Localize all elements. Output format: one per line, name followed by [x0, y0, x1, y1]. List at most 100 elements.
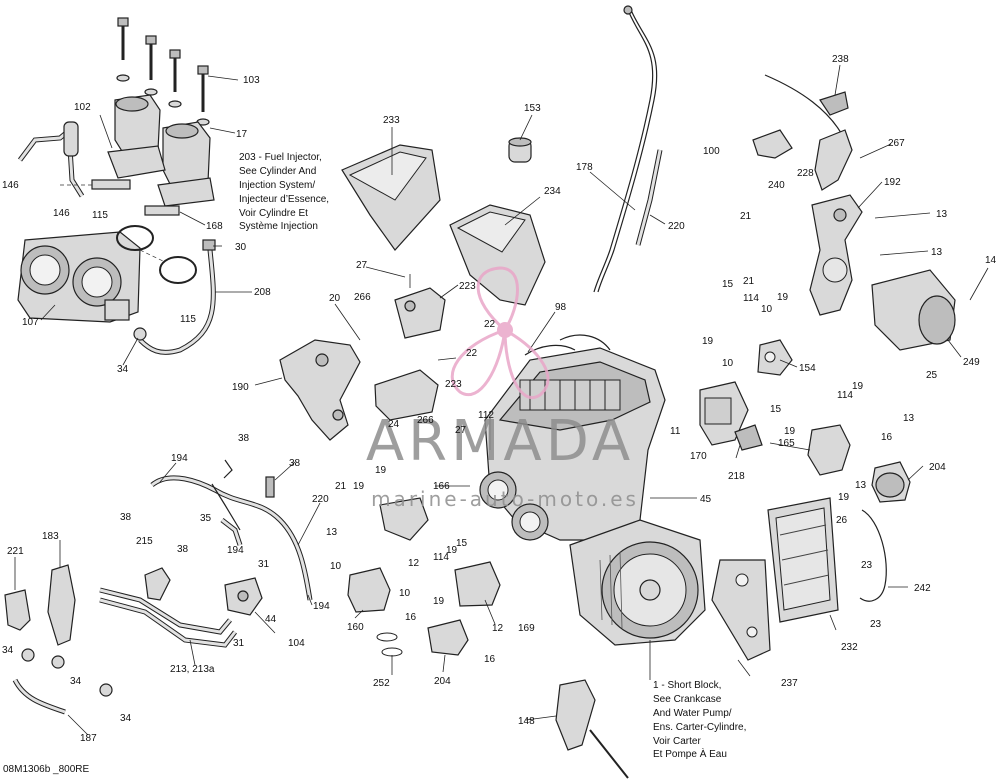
part-label: 12 [408, 558, 420, 569]
part-label: 26 [836, 515, 848, 526]
part-label: 190 [232, 382, 249, 393]
part-label: 238 [832, 54, 849, 65]
fuel-injector-note-line: See Cylinder And [239, 166, 316, 177]
part-label: 100 [703, 146, 720, 157]
part-label: 187 [80, 733, 97, 744]
watermark: ARMADA marine-auto-moto.es [366, 266, 639, 511]
cross-reference-notes: 203 - Fuel Injector, See Cylinder And In… [239, 152, 746, 760]
part-label: 21 [740, 211, 752, 222]
short-block-note-line: Ens. Carter-Cylindre, [653, 722, 746, 733]
part-label: 38 [120, 512, 132, 523]
short-block-note-line: Et Pompe À Eau [653, 747, 727, 760]
part-numbers: 103 102 17 146 146 168 115 30 208 107 11… [2, 54, 997, 744]
part-label: 23 [861, 560, 873, 571]
left-bracket-parts [4, 564, 113, 715]
part-label: 15 [456, 538, 468, 549]
part-label: 146 [53, 208, 70, 219]
part-label: 21 [743, 276, 755, 287]
part-label: 146 [2, 180, 19, 191]
watermark-subtitle: marine-auto-moto.es [371, 487, 639, 511]
part-label: 266 [417, 415, 434, 426]
part-label: 38 [177, 544, 189, 555]
short-block-note-line: Voir Carter [653, 736, 701, 747]
part-label: 10 [330, 561, 342, 572]
leader-lines [14, 64, 989, 736]
part-label: 23 [870, 619, 882, 630]
part-label: 232 [841, 642, 858, 653]
part-label: 223 [445, 379, 462, 390]
part-label: 267 [888, 138, 905, 149]
part-label: 103 [243, 75, 260, 86]
coolant-hoses [99, 459, 313, 648]
part-label: 13 [855, 480, 867, 491]
part-label: 115 [180, 314, 196, 325]
part-label: 15 [722, 279, 734, 290]
part-label: 183 [42, 531, 59, 542]
part-label: 166 [433, 481, 450, 492]
part-label: 19 [433, 596, 445, 607]
part-label: 13 [936, 209, 948, 220]
part-label: 213, 213a [170, 664, 215, 675]
part-label: 168 [206, 221, 223, 232]
part-label: 98 [555, 302, 567, 313]
part-label: 115 [92, 210, 108, 221]
part-label: 22 [484, 319, 496, 330]
part-label: 44 [265, 614, 277, 625]
part-label: 34 [70, 676, 82, 687]
lower-mounts [347, 497, 501, 657]
intake-bracket [279, 339, 361, 441]
part-label: 13 [326, 527, 338, 538]
part-label: 218 [728, 471, 745, 482]
short-block-note-line: See Crankcase [653, 694, 722, 705]
part-label: 114 [743, 293, 759, 304]
spark-plug-caps [18, 121, 180, 216]
part-label: 165 [778, 438, 795, 449]
fuel-injector-note-line: Voir Cylindre Et [239, 208, 308, 219]
part-label: 204 [929, 462, 946, 473]
starter-area [752, 74, 956, 376]
fuel-injector-note-line: Système Injection [239, 221, 318, 232]
part-label: 35 [200, 513, 212, 524]
diagram-id: 08M1306b _800RE [3, 764, 90, 775]
part-label: 10 [761, 304, 773, 315]
electrical-modules [374, 274, 446, 421]
part-label: 154 [799, 363, 816, 374]
part-label: 27 [356, 260, 368, 271]
part-label: 221 [7, 546, 24, 557]
engine-mounts [699, 381, 911, 503]
part-label: 170 [690, 451, 707, 462]
part-label: 38 [289, 458, 301, 469]
part-label: 153 [524, 103, 541, 114]
part-label: 160 [347, 622, 364, 633]
sensor-wire [859, 509, 887, 602]
part-label: 19 [838, 492, 850, 503]
part-label: 16 [484, 654, 496, 665]
part-label: 194 [313, 601, 330, 612]
throttle-cables [593, 5, 663, 293]
part-label: 233 [383, 115, 400, 126]
part-label: 249 [963, 357, 980, 368]
part-label: 204 [434, 676, 451, 687]
part-label: 194 [171, 453, 188, 464]
part-label: 13 [903, 413, 915, 424]
part-label: 102 [74, 102, 91, 113]
part-label: 114 [433, 552, 449, 563]
part-label: 20 [329, 293, 341, 304]
hose-clamps [116, 225, 197, 284]
part-label: 194 [227, 545, 244, 556]
part-label: 220 [668, 221, 685, 232]
part-label: 34 [120, 713, 132, 724]
part-label: 27 [455, 425, 467, 436]
fuel-injector-note-line: 203 - Fuel Injector, [239, 152, 322, 163]
air-intake-covers [341, 144, 546, 306]
watermark-brand: ARMADA [366, 409, 634, 474]
part-label: 31 [233, 638, 245, 649]
part-label: 215 [136, 536, 153, 547]
part-label: 13 [931, 247, 943, 258]
part-label: 34 [2, 645, 14, 656]
part-label: 228 [797, 168, 814, 179]
magneto-housing [569, 519, 706, 646]
part-label: 114 [837, 390, 853, 401]
